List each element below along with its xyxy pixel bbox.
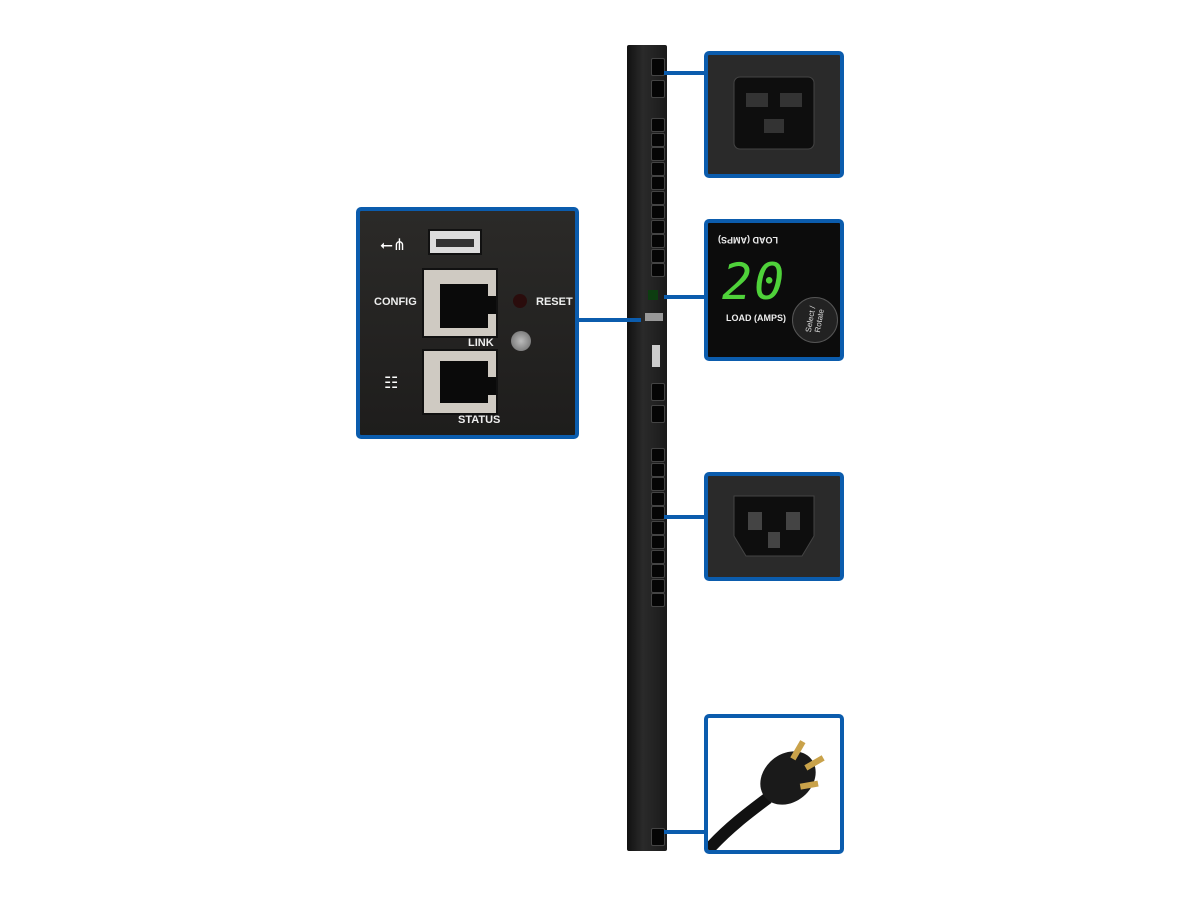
c13-outlet xyxy=(651,549,665,564)
reset-label: RESET xyxy=(536,296,573,308)
c13-outlet xyxy=(651,176,665,190)
config-port[interactable] xyxy=(422,268,498,338)
status-label: STATUS xyxy=(458,414,501,426)
c13-outlet xyxy=(651,448,665,462)
c13-outlet xyxy=(651,132,665,147)
c13-outlet xyxy=(651,535,665,549)
c13-outlet-callout xyxy=(704,472,844,581)
display-mini xyxy=(648,290,658,300)
c13-outlet xyxy=(651,118,665,132)
c13-outlet xyxy=(651,248,665,263)
connector-line xyxy=(664,71,706,75)
network-panel-callout: ⭠⋔ CONFIG RESET LINK ☷ STATUS xyxy=(356,207,579,439)
load-display-callout: LOAD (AMPS) 20 LOAD (AMPS) Select / Rota… xyxy=(704,219,844,361)
connector-line xyxy=(664,295,706,299)
twist-lock-plug-icon xyxy=(708,740,825,850)
load-reading: 20 xyxy=(722,253,787,311)
c19-outlet xyxy=(651,80,665,98)
c13-outlet xyxy=(651,161,665,176)
reset-button[interactable] xyxy=(513,294,527,308)
c13-outlet xyxy=(651,593,665,607)
c13-outlet xyxy=(651,491,665,506)
c13-outlet xyxy=(651,506,665,520)
connector-line xyxy=(577,318,641,322)
connector-line xyxy=(664,515,706,519)
c13-outlet xyxy=(651,205,665,219)
connector-line xyxy=(664,830,706,834)
c13-outlet xyxy=(651,219,665,234)
network-icon: ☷ xyxy=(384,375,399,392)
c19-outlet xyxy=(651,58,665,76)
c19-outlet xyxy=(651,383,665,401)
plug-callout xyxy=(704,714,844,854)
c19-outlet xyxy=(651,828,665,846)
status-led xyxy=(511,331,531,351)
c13-outlet xyxy=(651,234,665,248)
c13-outlet xyxy=(651,564,665,578)
c19-outlet-callout xyxy=(704,51,844,178)
load-label: LOAD (AMPS) xyxy=(726,313,786,323)
link-label: LINK xyxy=(468,337,494,349)
c13-outlet xyxy=(651,520,665,535)
c19-outlet xyxy=(651,405,665,423)
select-rotate-label: Select / Rotate xyxy=(803,305,826,334)
eaton-logo xyxy=(652,345,660,367)
inverted-load-label: LOAD (AMPS) xyxy=(718,235,778,245)
c13-outlet-icon xyxy=(733,495,815,557)
select-rotate-button[interactable]: Select / Rotate xyxy=(792,297,838,343)
c13-outlet xyxy=(651,263,665,277)
c13-outlet xyxy=(651,190,665,205)
c13-outlet xyxy=(651,477,665,491)
usb-port[interactable] xyxy=(428,229,482,255)
c19-outlet-icon xyxy=(733,76,815,150)
config-label: CONFIG xyxy=(374,296,417,308)
network-port[interactable] xyxy=(422,349,498,415)
network-ports-mini xyxy=(645,313,663,321)
c13-outlet xyxy=(651,578,665,593)
c13-outlet xyxy=(651,147,665,161)
usb-icon: ⭠⋔ xyxy=(380,237,407,254)
c13-outlet xyxy=(651,462,665,477)
